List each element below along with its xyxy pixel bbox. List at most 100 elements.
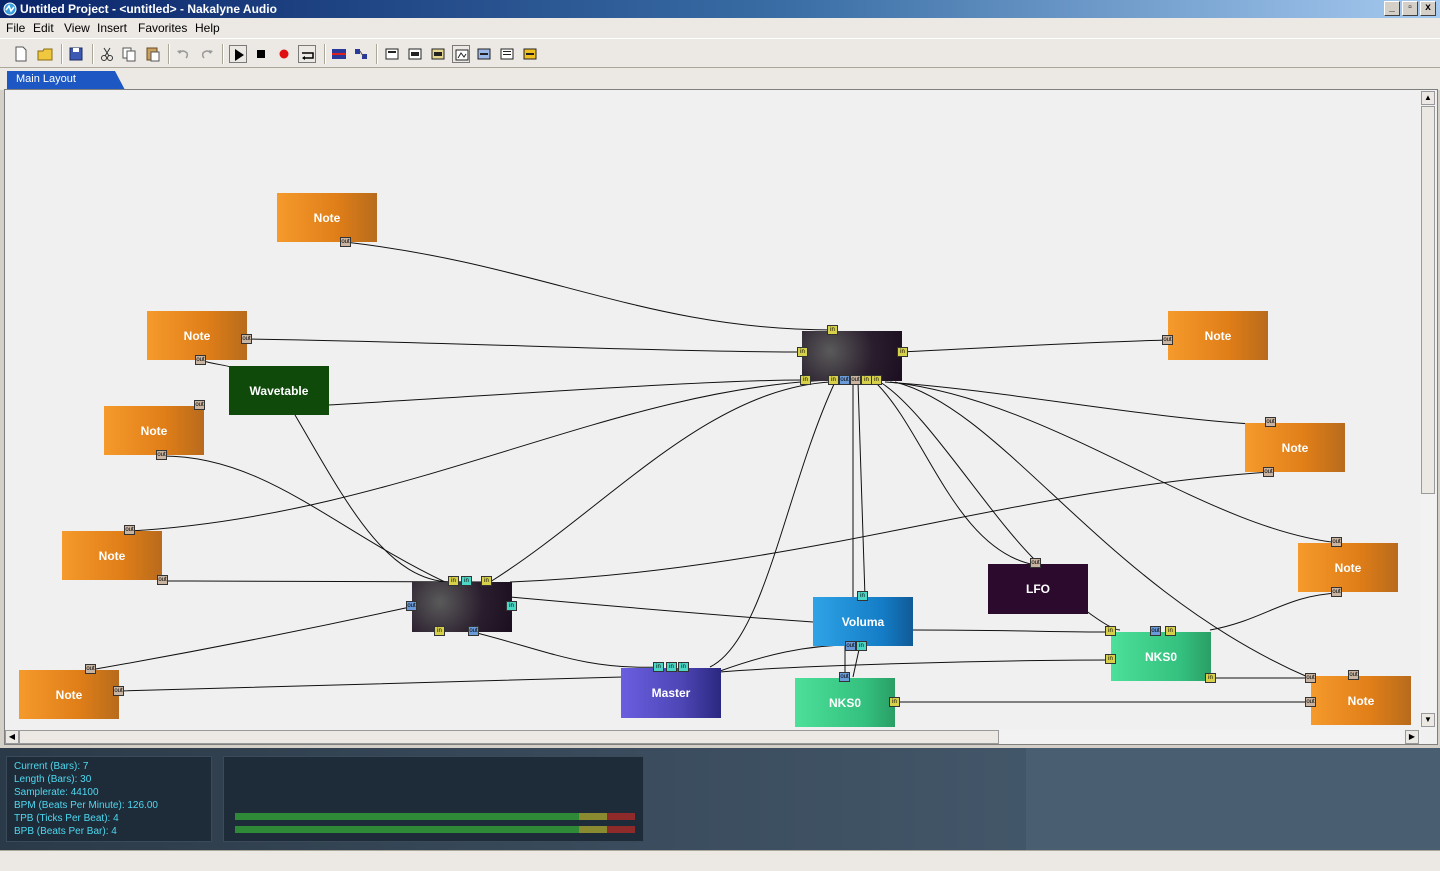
out-port[interactable]: out (1331, 537, 1342, 547)
out-port[interactable]: out (1150, 626, 1161, 636)
out-port[interactable]: out (85, 664, 96, 674)
in-port[interactable]: in (856, 641, 867, 651)
settings-icon[interactable] (352, 45, 370, 63)
scroll-right-icon[interactable]: ▶ (1405, 730, 1419, 744)
horizontal-scroll-thumb[interactable] (19, 730, 999, 744)
out-port[interactable]: out (1331, 587, 1342, 597)
out-port[interactable]: out (839, 375, 850, 385)
note-node[interactable]: Note (147, 311, 247, 360)
in-port[interactable]: in (897, 347, 908, 357)
in-port[interactable]: in (506, 601, 517, 611)
nks0-node[interactable]: NKS0 (795, 678, 895, 727)
scroll-left-icon[interactable]: ◀ (5, 730, 19, 744)
loop-icon[interactable] (298, 45, 316, 63)
copy-icon[interactable] (120, 45, 138, 63)
view-1-icon[interactable] (383, 45, 401, 63)
in-port[interactable]: in (434, 626, 445, 636)
in-port[interactable]: in (797, 347, 808, 357)
nks0-node[interactable]: NKS0 (1111, 632, 1211, 681)
out-port[interactable]: out (839, 672, 850, 682)
in-port[interactable]: in (828, 375, 839, 385)
tab-main-layout[interactable]: Main Layout (7, 71, 125, 90)
node-graph-canvas[interactable]: Note out Note out out Wavetable Note out… (5, 90, 1420, 730)
out-port[interactable]: out (845, 641, 856, 651)
voluma-node[interactable]: Voluma (813, 597, 913, 646)
stop-icon[interactable] (252, 45, 270, 63)
in-port[interactable]: in (871, 375, 882, 385)
view-3-icon[interactable] (429, 45, 447, 63)
in-port[interactable]: in (481, 576, 492, 586)
in-port[interactable]: in (653, 662, 664, 672)
mixer-icon[interactable] (330, 45, 348, 63)
view-6-icon[interactable] (498, 45, 516, 63)
in-port[interactable]: in (1105, 626, 1116, 636)
menu-edit[interactable]: Edit (33, 21, 54, 35)
menu-file[interactable]: File (6, 21, 26, 35)
out-port[interactable]: out (113, 686, 124, 696)
out-port[interactable]: out (1305, 697, 1316, 707)
in-port[interactable]: in (461, 576, 472, 586)
menu-help[interactable]: Help (195, 21, 220, 35)
note-node[interactable]: Note (1298, 543, 1398, 592)
master-node[interactable]: Master (621, 668, 721, 718)
in-port[interactable]: in (857, 591, 868, 601)
lfo-node[interactable]: LFO (988, 564, 1088, 614)
view-7-icon[interactable] (521, 45, 539, 63)
menu-insert[interactable]: Insert (97, 21, 128, 35)
out-port[interactable]: out (157, 575, 168, 585)
out-port[interactable]: out (124, 525, 135, 535)
out-port[interactable]: out (850, 375, 861, 385)
vertical-scrollbar[interactable]: ▲ ▼ (1420, 90, 1436, 730)
mixer-node[interactable] (412, 582, 512, 632)
cut-icon[interactable] (98, 45, 116, 63)
vertical-scroll-thumb[interactable] (1421, 106, 1435, 494)
out-port[interactable]: out (195, 355, 206, 365)
record-icon[interactable] (275, 45, 293, 63)
note-node[interactable]: Note (104, 406, 204, 455)
out-port[interactable]: out (1265, 417, 1276, 427)
in-port[interactable]: in (1205, 673, 1216, 683)
mixer-node[interactable] (802, 331, 902, 381)
in-port[interactable]: in (1165, 626, 1176, 636)
out-port[interactable]: out (1030, 558, 1041, 568)
out-port[interactable]: out (468, 626, 479, 636)
out-port[interactable]: out (406, 601, 417, 611)
note-node[interactable]: Note (19, 670, 119, 719)
in-port[interactable]: in (827, 325, 838, 335)
menu-favorites[interactable]: Favorites (138, 21, 188, 35)
new-file-icon[interactable] (12, 45, 30, 63)
play-icon[interactable] (229, 45, 247, 63)
undo-icon[interactable] (174, 45, 192, 63)
in-port[interactable]: in (448, 576, 459, 586)
out-port[interactable]: out (1263, 467, 1274, 477)
out-port[interactable]: out (194, 400, 205, 410)
note-node[interactable]: Note (62, 531, 162, 580)
scroll-up-icon[interactable]: ▲ (1421, 91, 1435, 105)
horizontal-scrollbar[interactable]: ◀ ▶ (5, 730, 1421, 744)
in-port[interactable]: in (666, 662, 677, 672)
out-port[interactable]: out (340, 237, 351, 247)
out-port[interactable]: out (1348, 670, 1359, 680)
close-button[interactable]: x (1420, 1, 1436, 16)
in-port[interactable]: in (678, 662, 689, 672)
menu-view[interactable]: View (64, 21, 90, 35)
out-port[interactable]: out (156, 450, 167, 460)
in-port[interactable]: in (800, 375, 811, 385)
out-port[interactable]: out (241, 334, 252, 344)
out-port[interactable]: out (1162, 335, 1173, 345)
out-port[interactable]: out (1305, 673, 1316, 683)
maximize-button[interactable]: ▫ (1402, 1, 1418, 16)
minimize-button[interactable]: _ (1384, 1, 1400, 16)
in-port[interactable]: in (1105, 654, 1116, 664)
view-5-icon[interactable] (475, 45, 493, 63)
view-2-icon[interactable] (406, 45, 424, 63)
redo-icon[interactable] (198, 45, 216, 63)
save-icon[interactable] (67, 45, 85, 63)
in-port[interactable]: in (889, 697, 900, 707)
open-folder-icon[interactable] (36, 45, 54, 63)
note-node[interactable]: Note (1311, 676, 1411, 725)
scroll-down-icon[interactable]: ▼ (1421, 713, 1435, 727)
paste-icon[interactable] (144, 45, 162, 63)
note-node[interactable]: Note (277, 193, 377, 242)
view-4-icon[interactable] (452, 45, 470, 63)
